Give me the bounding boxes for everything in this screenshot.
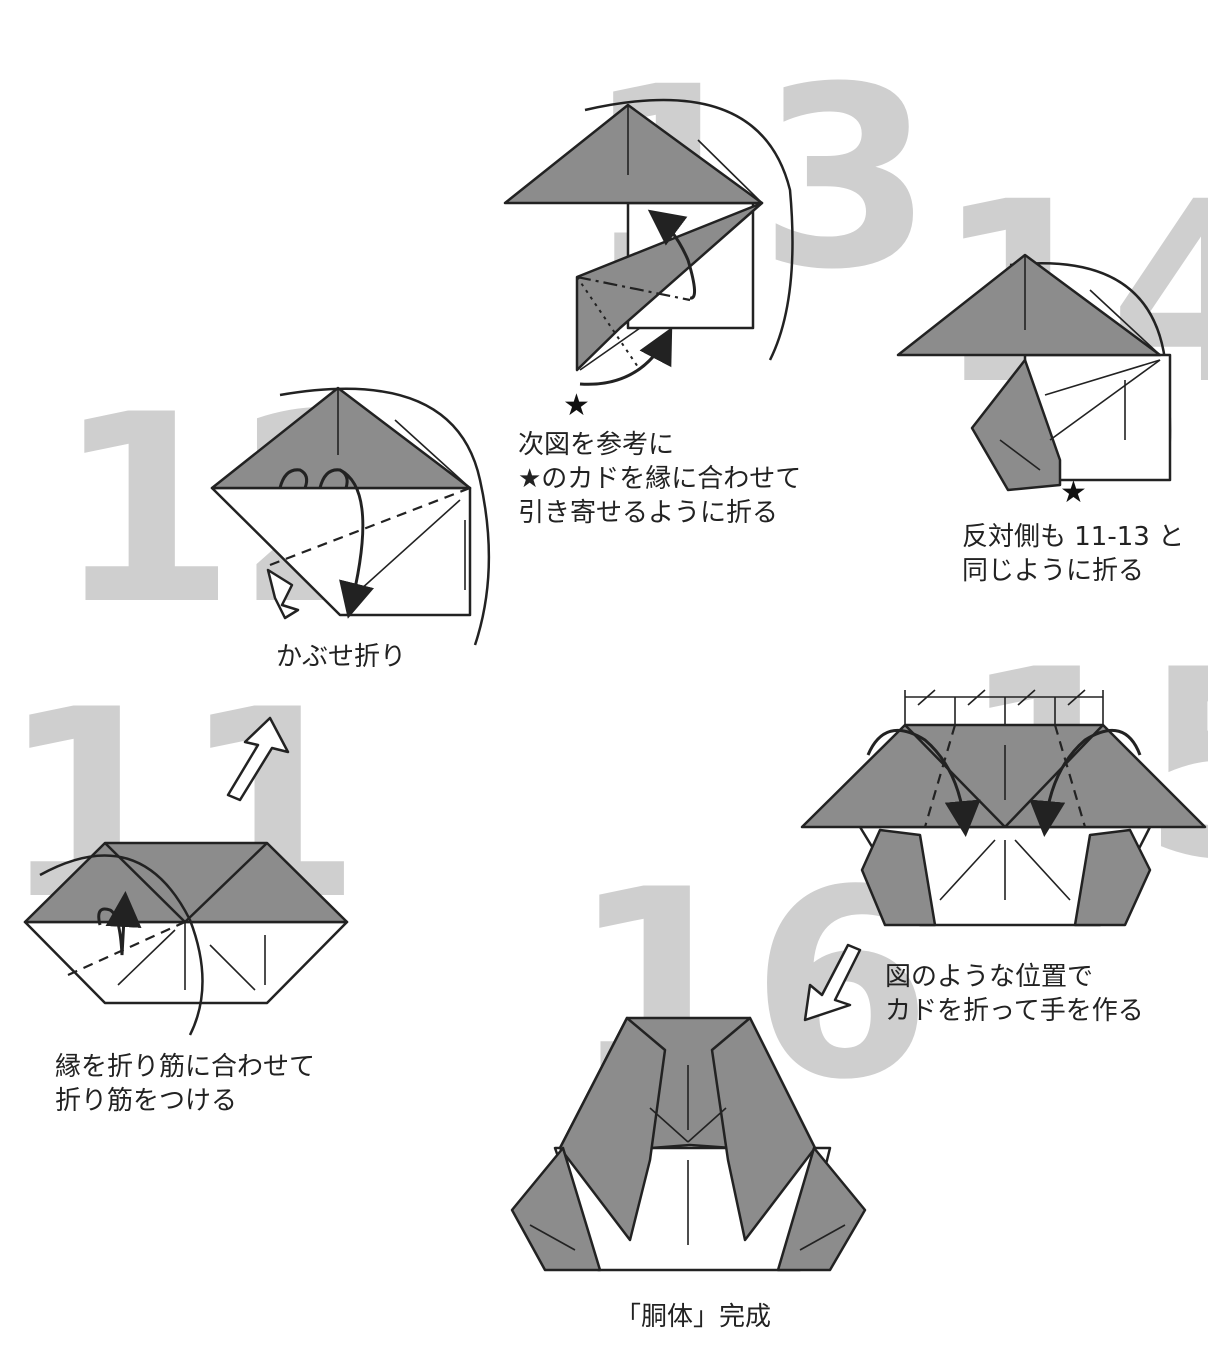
step-15-diagram <box>800 689 1207 1022</box>
step-15-caption: 図のような位置で カドを折って手を作る <box>885 962 1144 1026</box>
step-14-caption: 反対側も 11-13 と 同じように折る <box>962 522 1185 586</box>
step-11-diagram <box>23 716 349 1036</box>
step-14-diagram: ★ <box>896 253 1172 510</box>
step-16-caption: 「胴体」完成 <box>615 1302 772 1332</box>
step-12-diagram <box>210 386 491 646</box>
step-16-diagram <box>510 1016 867 1272</box>
step-13-diagram: ★ <box>503 98 794 423</box>
step-13-caption: 次図を参考に ★のカドを縁に合わせて 引き寄せるように折る <box>518 430 802 528</box>
star-icon-14: ★ <box>1060 475 1087 510</box>
step-12-caption: かぶせ折り <box>276 642 407 672</box>
star-icon: ★ <box>563 388 590 423</box>
step-11-caption: 縁を折り筋に合わせて 折り筋をつける <box>55 1052 316 1116</box>
